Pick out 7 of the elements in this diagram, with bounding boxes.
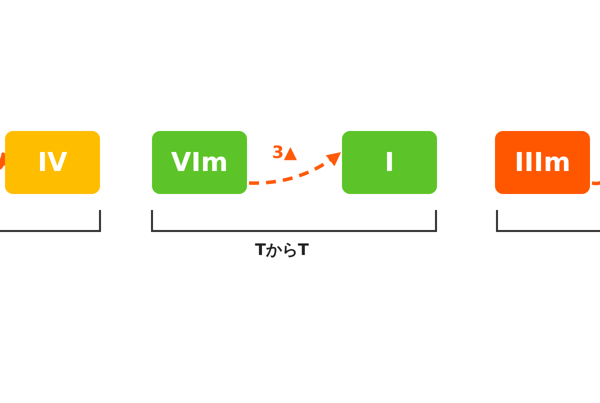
chord-box: IIIm: [495, 131, 590, 194]
arrow: [248, 152, 342, 185]
chord-box: VIm: [152, 131, 247, 194]
chord-box: I: [342, 131, 437, 194]
chord-box: IV: [5, 131, 100, 194]
edge-label: 3▲: [272, 143, 297, 163]
bracket-label: TからT: [255, 240, 309, 261]
